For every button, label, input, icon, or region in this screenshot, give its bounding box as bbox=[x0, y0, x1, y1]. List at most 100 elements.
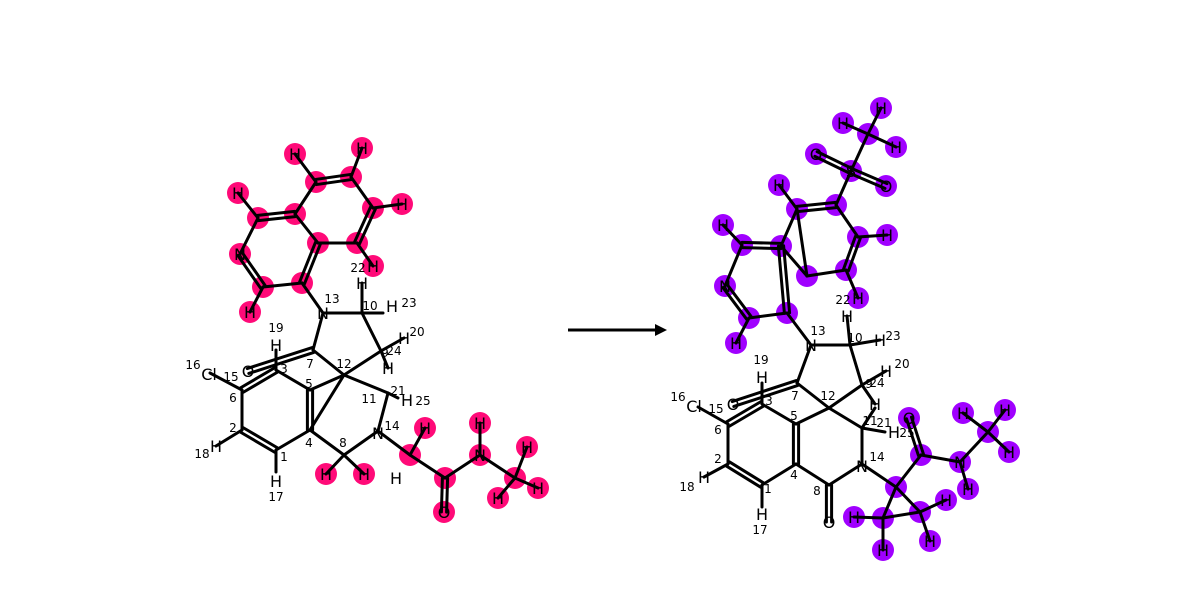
product-atom-label-15: H bbox=[880, 362, 892, 381]
reactant-atom-label-0: H bbox=[289, 145, 301, 164]
product-bond-14 bbox=[795, 207, 809, 278]
product-bond-2 bbox=[866, 132, 898, 149]
product-bond-29 bbox=[860, 369, 888, 387]
product-bond-32 bbox=[795, 343, 813, 385]
reactant-atom-label-11: H bbox=[382, 359, 394, 378]
product-double-bond-23-1 bbox=[776, 244, 786, 315]
product-bond-13 bbox=[805, 268, 848, 278]
product-bond-26 bbox=[845, 314, 852, 347]
reactant-atom-index-7: 9 bbox=[381, 346, 389, 360]
product-bond-55 bbox=[827, 462, 864, 487]
reactant-atom-label-4: H bbox=[367, 257, 379, 276]
reactant-double-bond-10-1 bbox=[357, 207, 377, 246]
reactant-bond-43 bbox=[342, 453, 366, 476]
product-atom-index-5: 20 bbox=[894, 357, 909, 371]
reactant-atom-index-2: 10 bbox=[362, 299, 377, 313]
product-double-bond-33-0 bbox=[730, 379, 798, 404]
product-atom-label-22: H bbox=[756, 505, 768, 524]
reactant-atom-index-1: 13 bbox=[324, 292, 339, 306]
product-atom-index-9: 15 bbox=[708, 402, 723, 416]
product-atom-index-6: 24 bbox=[869, 376, 884, 390]
reactant-bond-1 bbox=[349, 146, 364, 179]
product-bond-60 bbox=[760, 402, 798, 426]
reactant-bond-23 bbox=[379, 349, 390, 370]
product-bond-51 bbox=[881, 510, 922, 520]
reactant-atom-label-17: H bbox=[270, 472, 282, 491]
product-atom-index-19: 2 bbox=[714, 452, 722, 466]
product-atom-label-24: O bbox=[823, 513, 836, 532]
product-bond-27 bbox=[848, 338, 882, 347]
reactant-atom-index-18: 14 bbox=[384, 419, 399, 433]
product-double-bond-63-0 bbox=[725, 464, 763, 489]
reactant-atom-index-19: 2 bbox=[229, 421, 237, 435]
product-bond-7 bbox=[777, 183, 799, 211]
product-atom-label-16: H bbox=[869, 395, 881, 414]
product-bond-49 bbox=[918, 498, 948, 514]
product-atom-label-4: O bbox=[810, 145, 823, 164]
reactant-atom-label-14: O bbox=[242, 362, 255, 381]
product-bond-9 bbox=[834, 203, 860, 239]
reactant-bond-30 bbox=[376, 391, 390, 433]
product-bond-37 bbox=[860, 426, 887, 434]
product-bond-24 bbox=[785, 311, 813, 347]
product-bond-57 bbox=[794, 462, 831, 487]
product-atom-index-7: 9 bbox=[865, 377, 873, 391]
reactant-atom-index-3: 23 bbox=[401, 296, 416, 310]
reactant-bond-29 bbox=[386, 391, 400, 400]
reactant-bond-33 bbox=[408, 453, 447, 480]
reactant-bond-14 bbox=[261, 281, 304, 289]
product-bond-21 bbox=[734, 316, 751, 345]
reactant-atom-label-15: Cl bbox=[201, 365, 217, 384]
product-atom-label-29: H bbox=[999, 401, 1011, 420]
reactant-atom-label-21: O bbox=[438, 503, 451, 522]
product-atom-label-0: H bbox=[837, 114, 849, 133]
reactant-double-bond-34-1 bbox=[445, 476, 450, 514]
product-atom-label-11: H bbox=[730, 334, 742, 353]
reactant-bond-4 bbox=[355, 241, 375, 268]
reactant-double-bond-26-1 bbox=[247, 350, 316, 375]
reactant-double-bond-26-0 bbox=[245, 346, 314, 371]
product-bond-0 bbox=[841, 121, 870, 136]
product-bond-35 bbox=[827, 406, 864, 430]
product-double-bond-5-0 bbox=[848, 171, 887, 190]
reactant-atom-index-4: 19 bbox=[268, 321, 283, 335]
reactant-bond-46 bbox=[274, 428, 312, 452]
reaction-arrow bbox=[568, 324, 667, 336]
reactant-atom-index-17: 25 bbox=[415, 394, 430, 408]
product-atom-label-19: O bbox=[727, 395, 740, 414]
product-double-bond-41-0 bbox=[909, 415, 925, 456]
product-atom-index-3: 23 bbox=[885, 329, 900, 343]
product-double-bond-11-1 bbox=[846, 236, 862, 273]
reactant-double-bond-6-0 bbox=[256, 215, 297, 223]
product-bond-64 bbox=[760, 462, 798, 487]
reactant-bond-44 bbox=[308, 428, 346, 457]
reactant-atom-index-14: 6 bbox=[229, 391, 237, 405]
reactant-atom-index-24: 17 bbox=[268, 490, 283, 504]
reactant-bond-27 bbox=[311, 348, 346, 377]
reactant-double-bond-6-1 bbox=[256, 209, 297, 217]
reactant-atom-index-13: 5 bbox=[305, 377, 313, 391]
product-bond-3 bbox=[849, 132, 870, 173]
product-atom-label-9: H bbox=[717, 216, 729, 235]
reactant-atom-label-27: H bbox=[320, 465, 332, 484]
product-bond-42 bbox=[919, 453, 962, 464]
product-double-bond-17-0 bbox=[740, 240, 783, 245]
product-bond-34 bbox=[795, 381, 831, 410]
reactant-atom-label-25: H bbox=[532, 479, 544, 498]
product-bond-16 bbox=[779, 207, 799, 248]
reactant-bond-35 bbox=[443, 453, 482, 480]
product-double-bond-4-1 bbox=[813, 154, 852, 175]
product-atom-index-16: 21 bbox=[876, 416, 891, 430]
reactant-bond-32 bbox=[408, 426, 427, 457]
product-bond-6 bbox=[834, 169, 853, 207]
product-atom-label-30: H bbox=[1003, 443, 1015, 462]
reactant-atom-index-22: 18 bbox=[194, 447, 209, 461]
product-bond-44 bbox=[958, 430, 990, 464]
product-atom-label-1: H bbox=[875, 99, 887, 118]
reactant-bond-16 bbox=[238, 216, 260, 256]
product-atom-label-6: H bbox=[773, 176, 785, 195]
product-bond-45 bbox=[961, 411, 990, 434]
reactant-atom-label-19: H bbox=[419, 419, 431, 438]
